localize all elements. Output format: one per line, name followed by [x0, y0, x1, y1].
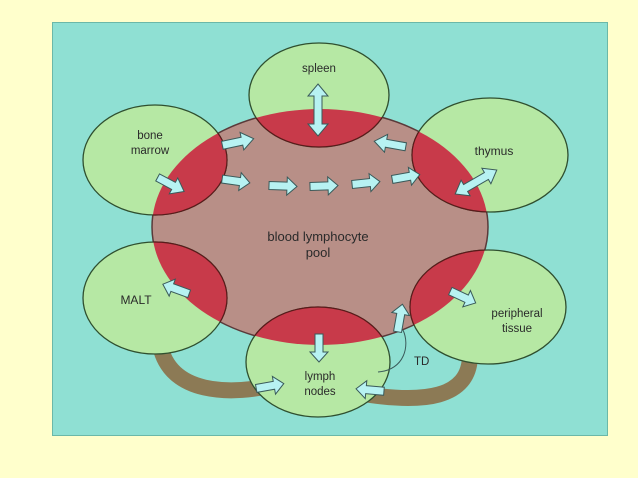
thymus-double-arrow [454, 167, 498, 197]
lymph-nodes-overlap [245, 306, 391, 345]
blood-pool-label-line2: pool [306, 245, 331, 260]
malt-label: MALT [120, 293, 152, 307]
pool-flow-arrow-1 [221, 171, 251, 192]
peripheral-to-lymph-nodes-arrow [355, 379, 385, 400]
pool-to-lymph-nodes-arrow [308, 333, 330, 363]
spleen-overlap [248, 109, 390, 148]
bone-marrow-to-pool-arrow [155, 173, 185, 195]
lymph-nodes-label-line1: lymph [305, 371, 336, 383]
bone-marrow-label-line2: marrow [131, 145, 170, 157]
malt-to-lymph-nodes-arrow [254, 375, 285, 396]
bone-marrow-to-spleen-arrow [220, 131, 255, 152]
thymus-to-spleen-arrow [373, 133, 408, 154]
pool-flow-arrow-2 [268, 176, 298, 197]
peripheral-tissue-label-line2: tissue [502, 323, 532, 335]
blood-pool-label-line1: blood lymphocyte [267, 229, 368, 244]
spleen-label: spleen [302, 63, 336, 75]
td-return-arrow [390, 303, 411, 334]
lymph-duct-peripheral [362, 347, 478, 406]
spleen-double-arrow [306, 83, 330, 137]
pool-to-malt-arrow [162, 278, 192, 299]
pool-flow-arrow-3 [309, 175, 339, 196]
peripheral-tissue-label-line1: peripheral [491, 308, 542, 320]
thymus-label: thymus [475, 144, 514, 158]
lymph-nodes-label-line2: nodes [304, 386, 336, 398]
bone-marrow-label-line1: bone [137, 130, 163, 142]
pool-flow-arrow-4 [351, 172, 381, 193]
td-label: TD [414, 356, 429, 368]
migration-arrows [155, 83, 498, 400]
pool-to-peripheral-arrow [447, 286, 477, 308]
thoracic-duct-line [377, 329, 407, 373]
pool-flow-arrow-5 [390, 166, 421, 187]
